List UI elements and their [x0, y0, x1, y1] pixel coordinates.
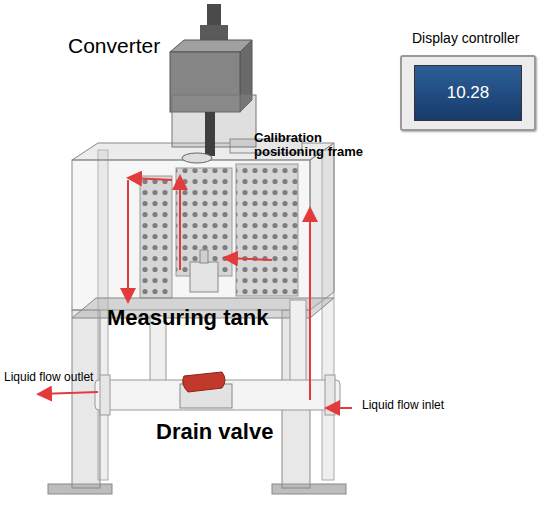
- tank-side: [310, 143, 334, 310]
- tank-front: [72, 160, 310, 310]
- part-name: Measuring tank: [107, 306, 268, 330]
- display-reading: 10.28: [402, 83, 534, 103]
- perforated-plate: [140, 176, 172, 298]
- flow-label: Liquid flow inlet: [362, 399, 444, 412]
- flange: [100, 375, 110, 415]
- controller-panel: Display controller10.28: [400, 55, 536, 131]
- sensor-block: [190, 262, 218, 292]
- probe-ring: [182, 153, 212, 163]
- converter-knob: [207, 4, 221, 26]
- node-heading: Display controller: [412, 30, 519, 46]
- flow-label: Liquid flow outlet: [4, 371, 93, 384]
- valve-handle: [183, 372, 225, 392]
- sensor-stem: [200, 250, 208, 263]
- perforated-plate: [236, 164, 298, 296]
- probe: [205, 112, 215, 156]
- part-name: Calibration positioning frame: [254, 131, 366, 160]
- perforated-plate: [176, 168, 232, 276]
- part-name: Converter: [68, 34, 160, 57]
- pipe: [290, 300, 306, 384]
- part-name: Drain valve: [156, 420, 273, 444]
- converter-top: [170, 40, 252, 52]
- converter-gland: [200, 25, 228, 42]
